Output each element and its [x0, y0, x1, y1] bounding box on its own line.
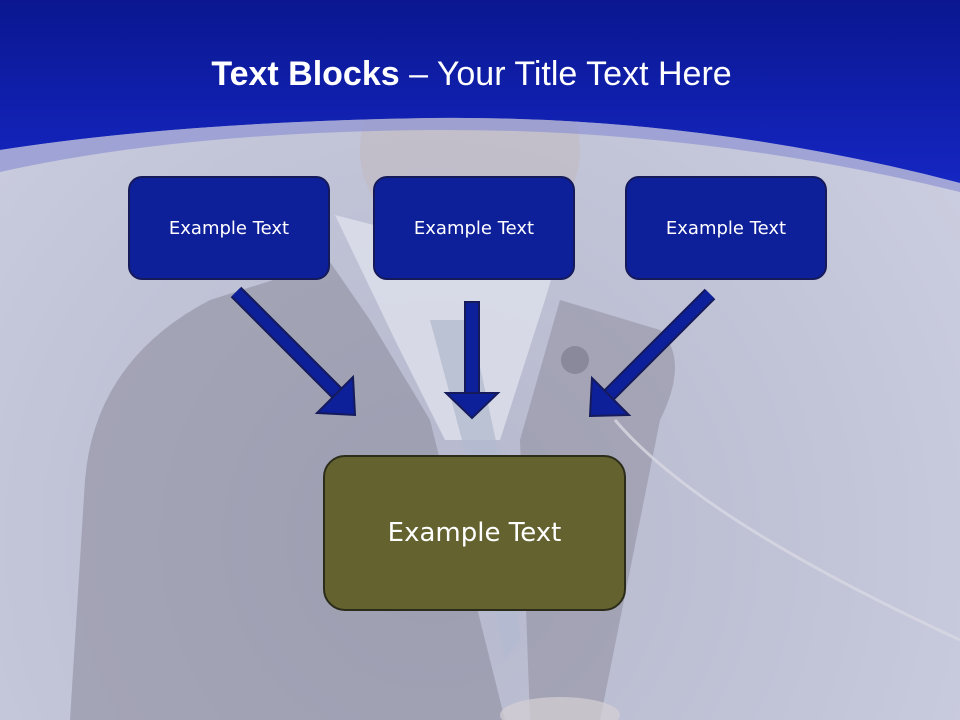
text-block-right-label: Example Text	[665, 217, 787, 239]
text-block-center-label: Example Text	[413, 217, 535, 239]
text-block-left-label: Example Text	[168, 217, 290, 239]
slide-title: Text Blocks – Your Title Text Here	[0, 52, 943, 96]
text-block-left[interactable]: Example Text	[128, 176, 330, 280]
text-block-right[interactable]: Example Text	[625, 176, 827, 280]
arrow-center-icon	[443, 301, 501, 420]
text-block-result[interactable]: Example Text	[323, 455, 626, 611]
text-block-center[interactable]: Example Text	[373, 176, 575, 280]
text-block-result-label: Example Text	[387, 518, 562, 548]
header-band	[0, 0, 960, 192]
title-dash: –	[399, 55, 437, 93]
arrow-left-icon	[230, 286, 357, 417]
arrow-right-icon	[588, 288, 716, 418]
title-rest: Your Title Text Here	[436, 55, 732, 93]
title-bold: Text Blocks	[211, 55, 400, 93]
